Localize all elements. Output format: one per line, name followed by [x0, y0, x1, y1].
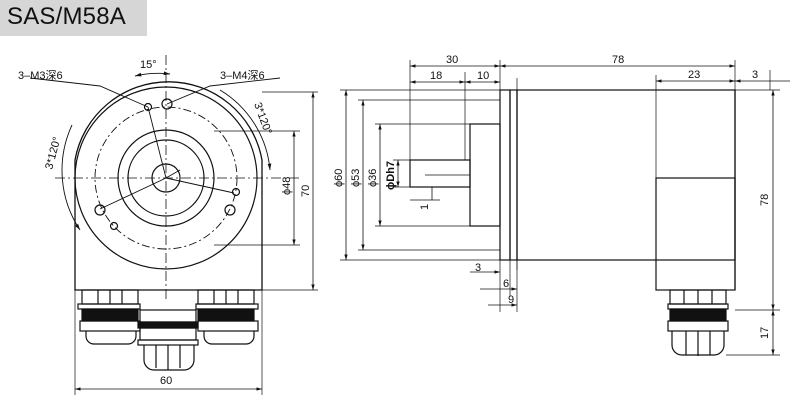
m3-hole-right: [231, 187, 241, 197]
label-9: 9: [508, 294, 514, 306]
m3-hole-left: [109, 221, 119, 231]
leader-m3: [29, 77, 149, 108]
label-1: 1: [419, 204, 431, 210]
label-10: 10: [477, 70, 489, 82]
front-housing-outline: [74, 81, 263, 291]
label-3-top: 3: [752, 69, 758, 81]
front-connectors: [77, 289, 259, 371]
label-15-degree: 15°: [140, 59, 157, 71]
radial-line-left: [99, 177, 167, 210]
drawing-title: SAS/M58A: [7, 3, 126, 30]
label-m3-holes: 3–M3深6: [18, 69, 63, 82]
radial-line-m3: [147, 106, 167, 179]
label-70: 70: [300, 185, 312, 197]
label-6: 6: [503, 278, 509, 290]
leader-m4: [166, 77, 281, 105]
side-view: [340, 60, 790, 356]
radial-line-right: [165, 177, 235, 194]
label-17: 17: [759, 327, 771, 339]
m4-hole-top: [161, 98, 173, 110]
label-30: 30: [446, 54, 458, 66]
m4-hole-right: [224, 204, 236, 216]
front-view: [29, 55, 318, 395]
label-dia-53: ϕ53: [350, 169, 362, 187]
label-78-top: 78: [612, 54, 624, 66]
label-78-right: 78: [759, 194, 771, 206]
side-shaft: [409, 159, 471, 188]
label-23: 23: [688, 69, 700, 81]
side-body: [516, 89, 736, 261]
label-dia-dh7: ϕDh7: [385, 161, 397, 190]
label-60: 60: [160, 375, 172, 387]
side-flange-1: [499, 89, 511, 261]
label-dia-48: ϕ48: [281, 177, 293, 195]
label-120-left: 3*120°: [43, 136, 63, 171]
side-connector-housing: [655, 177, 736, 291]
m4-hole-left: [94, 204, 106, 216]
label-dia-60: ϕ60: [333, 169, 345, 187]
side-connector: [667, 289, 729, 356]
label-m4-holes: 3–M4深6: [220, 69, 265, 82]
m3-hole-top: [143, 102, 153, 112]
arc-120-right: [219, 89, 272, 171]
label-3-bottom: 3: [475, 262, 481, 274]
arc-120-left: [61, 124, 81, 231]
mounting-holes: [94, 98, 241, 231]
arc-15-degree: [134, 71, 171, 77]
label-dia-36: ϕ36: [367, 169, 379, 187]
title-tab: SAS/M58A: [0, 0, 147, 36]
label-18: 18: [430, 70, 442, 82]
side-hub: [469, 123, 501, 227]
radial-line-center: [165, 169, 181, 179]
side-flange-2: [509, 89, 518, 261]
